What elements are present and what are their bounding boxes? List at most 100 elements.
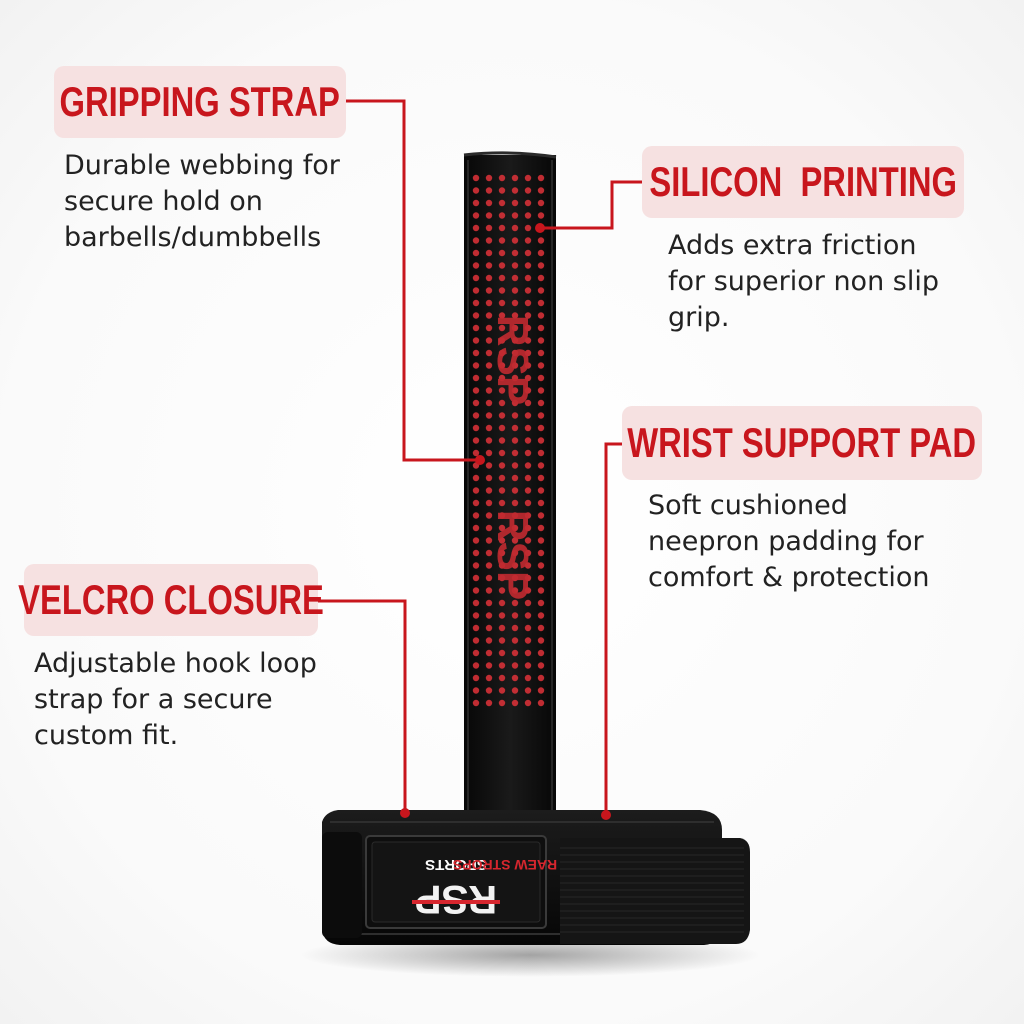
silicone-dot	[498, 624, 506, 632]
silicone-dot	[498, 662, 506, 669]
silicone-dot	[472, 537, 480, 544]
silicone-dot	[485, 449, 493, 457]
silicone-dot	[511, 674, 519, 682]
silicone-dot	[485, 599, 493, 607]
silicone-dot	[537, 287, 545, 294]
silicone-dot	[537, 487, 545, 494]
silicone-dot	[485, 249, 493, 257]
silicone-dot	[511, 212, 519, 219]
silicone-dot	[498, 262, 506, 269]
silicone-dot	[498, 549, 506, 557]
silicone-dot	[485, 437, 493, 444]
silicone-dot	[485, 274, 493, 282]
silicone-dot	[485, 549, 493, 557]
silicone-dot	[472, 549, 480, 557]
silicone-dot	[498, 412, 506, 419]
silicone-dot	[537, 649, 545, 657]
silicone-dot	[472, 399, 480, 407]
silicone-dot	[511, 637, 519, 644]
leader-wrist-support-pad	[604, 442, 624, 815]
leader-silicon-printing	[540, 180, 642, 230]
silicone-dot	[485, 212, 493, 219]
silicone-dot	[537, 499, 545, 507]
silicone-dot	[537, 249, 545, 257]
silicone-dot	[498, 199, 506, 207]
silicone-dot	[511, 249, 519, 257]
silicone-dot	[472, 449, 480, 457]
silicone-dot	[485, 399, 493, 407]
silicone-dot	[498, 249, 506, 257]
silicone-dot	[511, 349, 519, 357]
silicone-dot	[485, 574, 493, 582]
silicone-dot	[472, 174, 480, 182]
silicone-dot	[511, 562, 519, 569]
silicone-dot	[498, 437, 506, 444]
silicone-dot	[511, 449, 519, 457]
silicone-dot	[485, 699, 493, 707]
silicone-dot	[485, 237, 493, 244]
silicone-dot	[472, 337, 480, 344]
silicone-dot	[511, 237, 519, 244]
silicone-dot	[537, 199, 545, 207]
silicone-dot	[511, 312, 519, 319]
silicone-dot	[511, 412, 519, 419]
silicone-dot	[524, 274, 532, 282]
silicone-dot	[524, 549, 532, 557]
silicone-dot	[524, 499, 532, 507]
silicone-dot	[524, 212, 532, 219]
wrist-support-pad-title: WRIST SUPPORT PAD	[627, 419, 977, 466]
silicone-dot	[472, 499, 480, 507]
silicone-dot	[472, 637, 480, 644]
silicone-dot	[524, 612, 532, 619]
silicone-dot	[537, 674, 545, 682]
silicone-dot	[472, 424, 480, 432]
silicone-dot	[537, 237, 545, 244]
silicone-dot	[511, 549, 519, 557]
silicone-dot	[485, 487, 493, 494]
silicone-dot	[524, 662, 532, 669]
silicone-dot	[472, 187, 480, 194]
silicone-dot	[485, 387, 493, 394]
silicone-dot	[537, 437, 545, 444]
callout-leader-lines	[318, 99, 642, 815]
silicone-dot	[524, 687, 532, 694]
silicone-dot	[537, 337, 545, 344]
brand-label-line-sports: SPORTS	[425, 856, 487, 873]
silicone-dot	[537, 374, 545, 382]
leader-gripping-strap	[346, 99, 478, 462]
silicone-dot	[524, 387, 532, 394]
brand-label-line-raew: RAEW STROPS	[453, 857, 557, 873]
silicone-dot	[498, 299, 506, 307]
silicone-dot	[537, 324, 545, 332]
silicone-dot	[472, 699, 480, 707]
silicone-dot	[498, 487, 506, 494]
silicone-dot	[524, 574, 532, 582]
silicone-dot	[472, 487, 480, 494]
gripping-strap-title: GRIPPING STRAP	[59, 78, 341, 125]
silicone-dot	[511, 374, 519, 382]
silicone-dot	[472, 387, 480, 394]
dot-silicon-printing	[535, 223, 545, 233]
silicone-dot	[472, 349, 480, 357]
silicone-dot	[537, 612, 545, 619]
silicone-dot	[524, 324, 532, 332]
strap-logo-bottom: RSP	[488, 510, 537, 600]
silicone-dot	[472, 287, 480, 294]
silicone-dot	[485, 187, 493, 194]
silicone-dot	[498, 324, 506, 332]
silicone-dot	[498, 424, 506, 432]
silicon-printing-label: SILICON PRINTING	[642, 146, 964, 218]
silicone-dot-pattern	[472, 174, 545, 707]
silicone-dot	[524, 362, 532, 369]
silicone-dot	[524, 262, 532, 269]
silicone-dot	[511, 387, 519, 394]
silicone-dot	[511, 299, 519, 307]
silicone-dot	[485, 512, 493, 519]
silicone-dot	[472, 599, 480, 607]
silicone-dot	[537, 637, 545, 644]
silicone-dot	[472, 562, 480, 569]
silicone-dot	[472, 212, 480, 219]
silicone-dot	[537, 387, 545, 394]
silicone-dot	[524, 224, 532, 232]
